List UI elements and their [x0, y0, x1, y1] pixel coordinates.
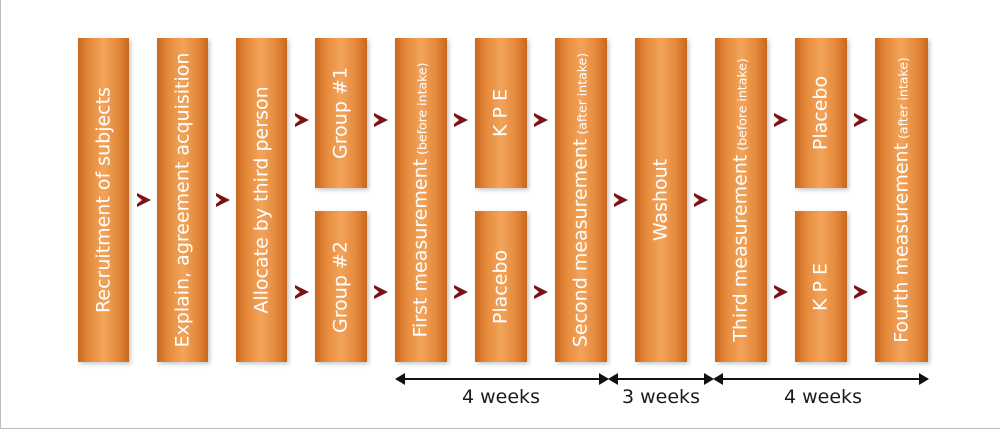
period-first-left-arrowhead [395, 373, 405, 385]
group1-box: Group #1 [315, 38, 367, 188]
first-measurement-label: First measurement (before intake) [409, 62, 432, 338]
arrow-recruitment-explain [137, 193, 151, 207]
second-measurement-label: Second measurement (after intake) [569, 52, 592, 348]
third-measurement-box: Third measurement (before intake) [715, 38, 767, 362]
placebo-top-box: Placebo [795, 38, 847, 188]
period-second-right-arrowhead [919, 373, 929, 385]
fourth-measurement-label: Fourth measurement (after intake) [890, 57, 912, 343]
allocate-box: Allocate by third person [236, 38, 287, 362]
period-second-left-arrowhead [713, 373, 723, 385]
first-measurement-main: First measurement [409, 158, 432, 338]
group2-label: Group #2 [329, 240, 352, 333]
fourth-measurement-main: Fourth measurement [890, 142, 912, 343]
second-measurement-main: Second measurement [569, 138, 592, 348]
kpe-bottom-label: K P E [809, 262, 832, 311]
group1-label: Group #1 [329, 67, 352, 159]
arrow-group2-first [374, 285, 388, 299]
fourth-measurement-sub: (after intake) [895, 57, 910, 139]
arrow-second-washout [614, 193, 628, 207]
fourth-measurement-box: Fourth measurement (after intake) [875, 38, 928, 362]
explain-box: Explain, agreement acquisition [157, 38, 208, 362]
arrow-explain-allocate [216, 193, 230, 207]
arrow-kpe-fourth [854, 285, 868, 299]
period-washout-left-arrowhead [608, 373, 618, 385]
explain-label: Explain, agreement acquisition [171, 52, 193, 348]
period-line-washout [608, 373, 714, 385]
third-measurement-label: Third measurement (before intake) [729, 58, 752, 342]
arrow-first-kpe [454, 113, 468, 127]
placebo-top-label: Placebo [809, 75, 832, 151]
kpe-bottom-box: K P E [795, 211, 847, 362]
third-measurement-sub: (before intake) [734, 58, 750, 151]
period-label-first: 4 weeks [462, 386, 540, 408]
arrow-group1-first [374, 113, 388, 127]
period-first-right-arrowhead [599, 373, 609, 385]
arrow-washout-third [694, 193, 708, 207]
arrow-third-kpe [774, 285, 788, 299]
period-label-washout: 3 weeks [622, 386, 700, 408]
recruitment-box: Recruitment of subjects [78, 38, 129, 362]
washout-box: Washout [635, 38, 687, 362]
arrow-placebo-second [534, 285, 548, 299]
second-measurement-sub: (after intake) [574, 52, 590, 135]
placebo-bottom-box: Placebo [475, 211, 527, 362]
placebo-bottom-label: Placebo [489, 249, 512, 324]
kpe-top-box: K P E [475, 38, 527, 188]
second-measurement-box: Second measurement (after intake) [555, 38, 607, 362]
arrow-allocate-group2 [295, 285, 309, 299]
kpe-top-label: K P E [489, 88, 512, 138]
washout-label: Washout [649, 158, 672, 242]
arrow-kpe-second [534, 113, 548, 127]
arrow-third-placebo [774, 113, 788, 127]
arrow-first-placebo [454, 285, 468, 299]
first-measurement-sub: (before intake) [414, 62, 430, 155]
recruitment-label: Recruitment of subjects [92, 87, 114, 313]
first-measurement-box: First measurement (before intake) [395, 38, 447, 362]
period-label-second: 4 weeks [784, 386, 862, 408]
third-measurement-main: Third measurement [729, 154, 752, 342]
arrow-placebo-fourth [854, 113, 868, 127]
arrow-allocate-group1 [295, 113, 309, 127]
group2-box: Group #2 [315, 211, 367, 362]
period-line-second [713, 373, 929, 385]
allocate-label: Allocate by third person [250, 86, 272, 314]
period-washout-right-arrowhead [704, 373, 714, 385]
period-line-first [395, 373, 609, 385]
